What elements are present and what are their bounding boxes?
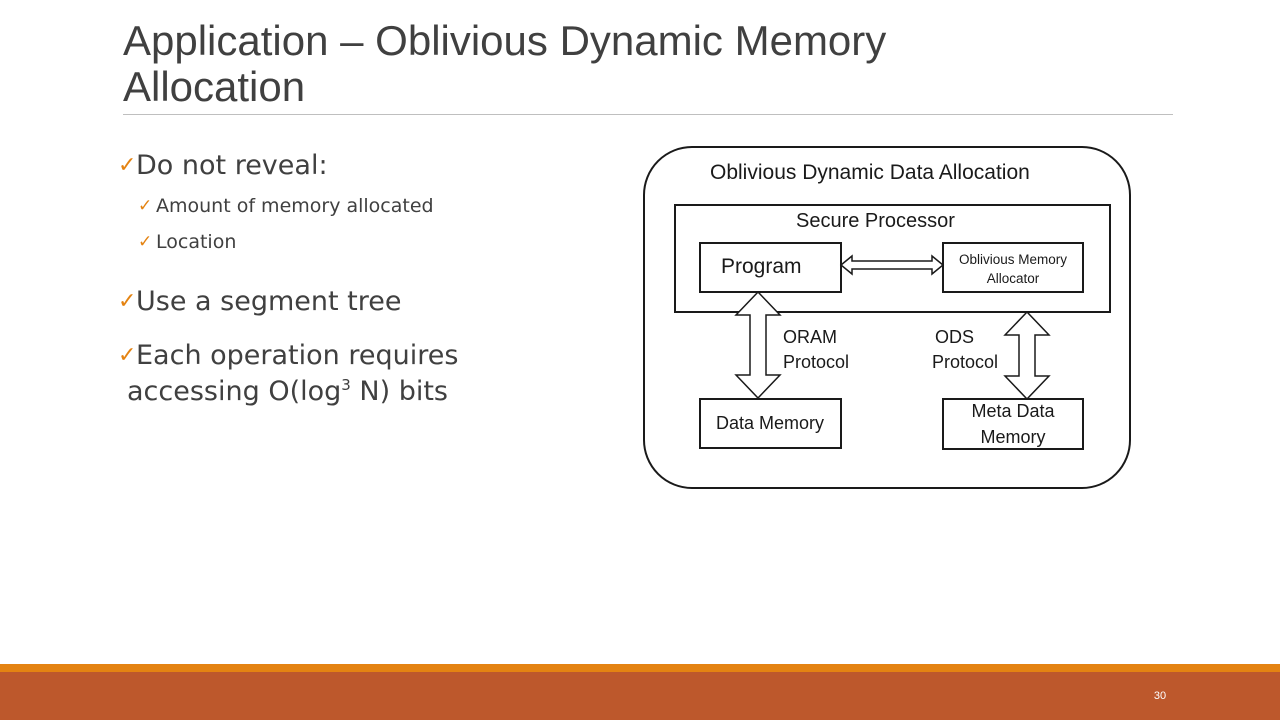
secure-processor-box [674, 204, 1111, 313]
bullet-continuation: accessing O(log3 N) bits [127, 374, 598, 410]
allocation-diagram: Oblivious Dynamic Data Allocation Secure… [640, 145, 1132, 491]
bullet-do-not-reveal: ✓ Do not reveal: [118, 148, 598, 184]
bullet-text-part: accessing O(log [127, 376, 342, 407]
meta-data-memory-box [942, 398, 1084, 450]
bullet-text-part: N) bits [350, 376, 449, 407]
allocator-box [942, 242, 1084, 293]
title-divider [123, 114, 1173, 115]
bullet-text: Each operation requires [136, 340, 459, 371]
slide-number: 30 [1153, 690, 1167, 702]
checkmark-icon: ✓ [118, 153, 137, 178]
allocator-label-line-2: Allocator [987, 271, 1040, 286]
meta-data-label-line-2: Memory [980, 427, 1045, 447]
footer-accent-stripe [0, 664, 1280, 672]
program-label: Program [721, 255, 802, 278]
bullet-text: Do not reveal: [136, 150, 328, 181]
sub-bullet-text: Location [156, 231, 237, 253]
sub-bullet-amount: ✓ Amount of memory allocated [138, 192, 598, 220]
bullet-segment-tree: ✓ Use a segment tree [118, 284, 598, 320]
slide-title-line-2: Allocation [123, 63, 306, 110]
program-allocator-arrow [839, 254, 945, 276]
data-memory-label: Data Memory [716, 413, 824, 433]
allocator-label-line-1: Oblivious Memory [959, 252, 1067, 267]
sub-bullet-text: Amount of memory allocated [156, 195, 434, 217]
oram-label-line-1: ORAM [783, 327, 837, 347]
diagram-svg: Oblivious Dynamic Data Allocation Secure… [643, 146, 1131, 489]
bullet-operation-cost: ✓ Each operation requires accessing O(lo… [118, 338, 598, 410]
meta-data-label-line-1: Meta Data [971, 401, 1055, 421]
oram-label-line-2: Protocol [783, 352, 849, 372]
bullet-text: Use a segment tree [136, 286, 402, 317]
footer-bar [0, 672, 1280, 720]
bullet-list: ✓ Do not reveal: ✓ Amount of memory allo… [118, 148, 598, 410]
ods-label-line-1: ODS [935, 327, 974, 347]
sub-bullet-location: ✓ Location [138, 228, 598, 256]
exponent: 3 [341, 376, 351, 394]
data-memory-box [699, 398, 842, 449]
slide-title-line-1: Application – Oblivious Dynamic Memory [123, 17, 887, 64]
checkmark-icon: ✓ [118, 343, 137, 368]
diagram-title: Oblivious Dynamic Data Allocation [710, 161, 1030, 184]
ods-label-line-2: Protocol [932, 352, 998, 372]
checkmark-icon: ✓ [138, 196, 153, 216]
secure-processor-label: Secure Processor [796, 210, 955, 232]
checkmark-icon: ✓ [118, 289, 137, 314]
slide-title: Application – Oblivious Dynamic Memory A… [123, 18, 1123, 110]
checkmark-icon: ✓ [138, 232, 153, 252]
program-box [699, 242, 842, 293]
